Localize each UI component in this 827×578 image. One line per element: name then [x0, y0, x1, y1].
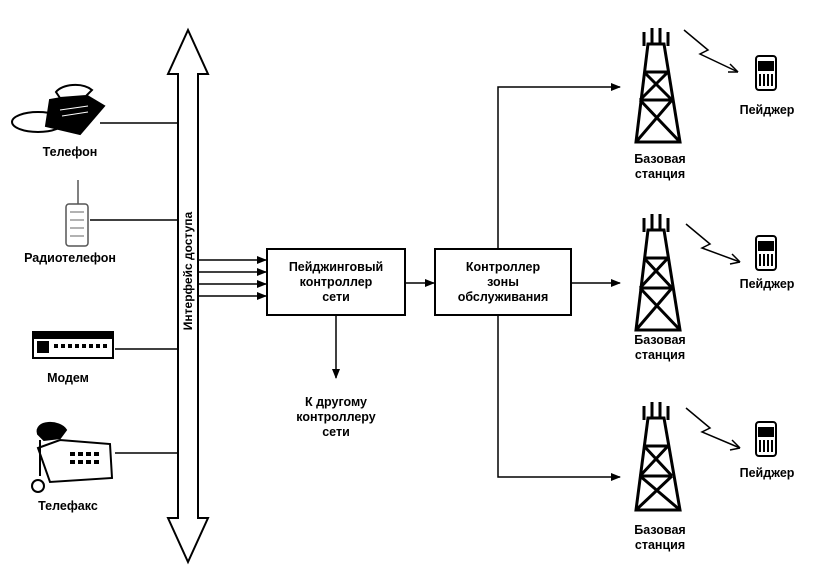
pager-label: Пейджер [739, 466, 795, 480]
paging-network-controller-label: Пейджинговый контроллер сети [288, 259, 384, 304]
paging-network-controller-box: Пейджинговый контроллер сети [266, 248, 406, 316]
access-interface-bus-arrow [166, 27, 210, 565]
modem-icon [32, 331, 114, 359]
radiotelephone-icon [65, 180, 89, 247]
pager-label: Пейджер [739, 277, 795, 291]
phone-label: Телефон [42, 145, 98, 159]
radio-link-icon [685, 407, 741, 451]
radio-link-icon [685, 223, 741, 265]
telephone-icon [11, 84, 106, 136]
radio-link-icon [683, 29, 739, 73]
fax-icon [31, 422, 114, 493]
modem-label: Модем [47, 371, 89, 385]
pager-icon [755, 421, 777, 457]
base-station-tower-icon [634, 214, 682, 332]
zone-to-stations-links [497, 83, 621, 481]
fax-label: Телефакс [38, 499, 98, 513]
base-station-tower-icon [634, 402, 682, 512]
access-interface-label: Интерфейс доступа [181, 211, 195, 331]
base-station-tower-icon [634, 28, 682, 144]
pager-label: Пейджер [739, 103, 795, 117]
base-station-label: Базовая станция [634, 152, 686, 181]
base-station-label: Базовая станция [634, 333, 686, 362]
pager-icon [755, 55, 777, 91]
zone-controller-label: Контроллер зоны обслуживания [457, 259, 549, 304]
other-controller-label: К другому контроллеру сети [296, 395, 376, 439]
zone-controller-box: Контроллер зоны обслуживания [434, 248, 572, 316]
bus-to-controller-arrows [198, 256, 267, 300]
base-station-label: Базовая станция [634, 523, 686, 552]
pager-icon [755, 235, 777, 271]
radiophone-label: Радиотелефон [24, 251, 116, 265]
